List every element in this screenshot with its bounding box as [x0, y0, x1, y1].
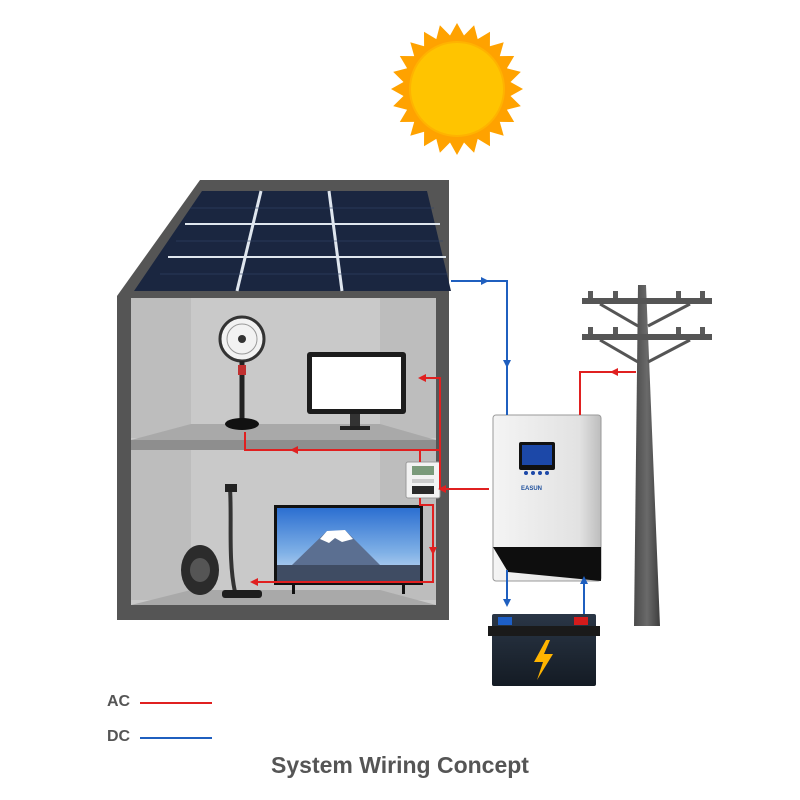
monitor-icon [307, 352, 406, 430]
inverter-brand-label: EASUN [521, 486, 542, 492]
dc-wiring [451, 277, 588, 614]
legend-lines [140, 702, 212, 739]
ac-wiring [244, 368, 636, 586]
fan-icon [218, 315, 266, 430]
sun-icon [391, 23, 523, 155]
meter-icon [405, 461, 441, 499]
lightning-icon [534, 640, 553, 680]
diagram-caption: System Wiring Concept [271, 752, 529, 778]
inverter-icon: EASUN [492, 414, 602, 582]
utility-pole-icon [582, 285, 712, 626]
vacuum-icon [181, 484, 262, 598]
legend-label-dc: DC [107, 728, 131, 745]
legend-label-ac: AC [107, 693, 131, 710]
solar-panel-icon [134, 190, 451, 292]
battery-icon [488, 614, 600, 686]
tv-icon [274, 505, 423, 594]
